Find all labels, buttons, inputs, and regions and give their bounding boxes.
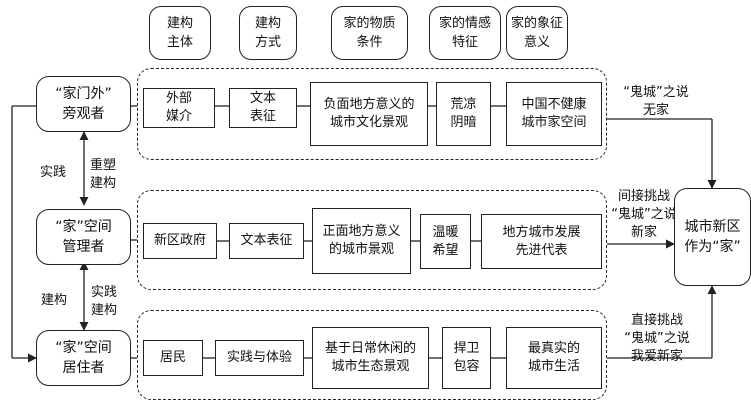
label-direct-challenge: 直接挑战 “鬼城”之说 我爱新家 xyxy=(624,313,690,364)
label-construct: 建构 xyxy=(41,293,68,308)
row2-subject: 新区政府 xyxy=(143,223,217,259)
label-practice-top: 实践 xyxy=(40,165,67,180)
label-indirect-challenge: 间接挑战 “鬼城”之说 新家 xyxy=(611,189,677,240)
label-ghost-city-no-home: “鬼城”之说 无家 xyxy=(623,85,689,118)
row1-emotion: 荒凉 阴暗 xyxy=(436,82,491,146)
label-reshape-construct: 重塑 建构 xyxy=(90,158,117,191)
row3-subject: 居民 xyxy=(143,340,203,376)
row2-emotion: 温暖 希望 xyxy=(420,214,471,269)
header-symbol: 家的象征 意义 xyxy=(506,6,568,60)
row3-material: 基于日常休闲的 城市生态景观 xyxy=(312,327,429,389)
row1-symbol: 中国不健康 城市家空间 xyxy=(506,82,602,146)
header-method: 建构 方式 xyxy=(239,6,297,60)
row3-symbol: 最真实的 城市生活 xyxy=(506,327,602,389)
row2-method: 文本表征 xyxy=(229,223,304,259)
row2-symbol: 地方城市发展 先进代表 xyxy=(481,214,602,269)
actor-resident: “家”空间 居住者 xyxy=(36,330,131,386)
row1-material: 负面地方意义的 城市文化景观 xyxy=(310,82,428,146)
row3-method: 实践与体验 xyxy=(215,340,304,376)
row-outsider-container xyxy=(137,68,607,160)
row-manager-container xyxy=(137,190,607,290)
row1-subject: 外部 媒介 xyxy=(143,88,215,128)
row2-material: 正面地方意义 的城市景观 xyxy=(312,208,411,274)
row1-method: 文本 表征 xyxy=(229,88,297,128)
row3-emotion: 捍卫 包容 xyxy=(442,327,491,389)
row-resident-container xyxy=(137,310,607,400)
actor-outsider: “家门外” 旁观者 xyxy=(36,76,131,132)
label-practice-construct: 实践 建构 xyxy=(91,285,118,318)
target-new-city-home: 城市新区 作为“家” xyxy=(674,188,751,286)
header-emotion: 家的情感 特征 xyxy=(429,6,501,60)
header-subject: 建构 主体 xyxy=(149,6,211,60)
actor-manager: “家”空间 管理者 xyxy=(36,209,131,265)
header-material: 家的物质 条件 xyxy=(331,6,408,60)
